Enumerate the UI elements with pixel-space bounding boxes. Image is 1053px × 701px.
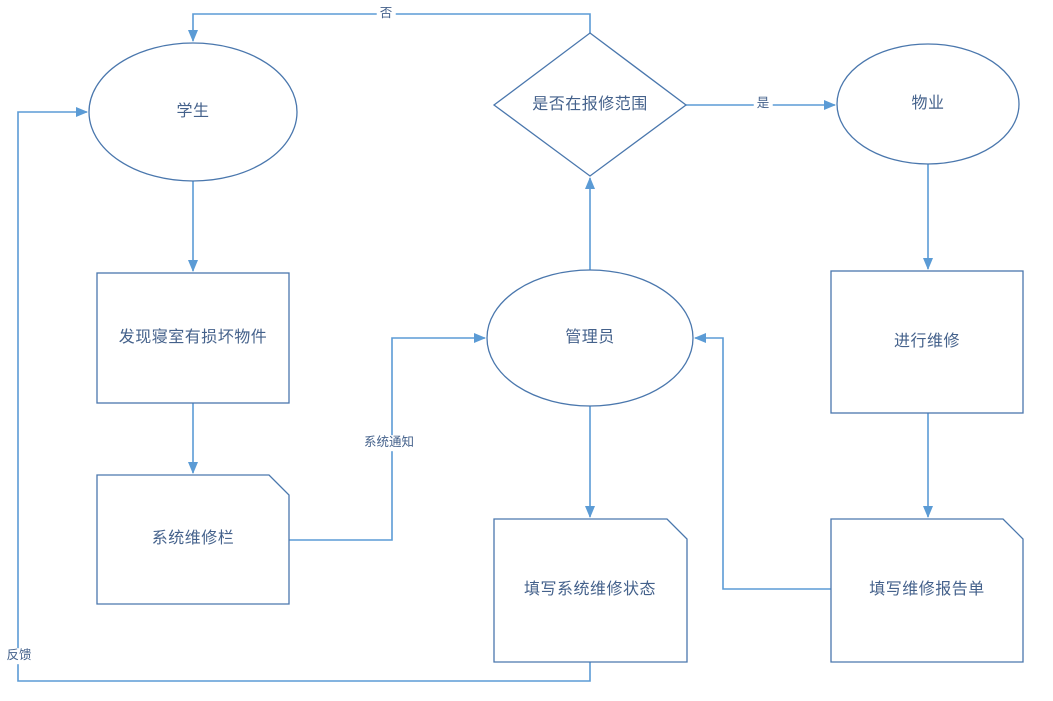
node-system-repair-bar <box>96 474 290 605</box>
node-property <box>836 43 1020 165</box>
node-label-property: 物业 <box>911 95 945 112</box>
node-label-do-repair: 进行维修 <box>893 333 961 350</box>
edge-label-no: 否 <box>376 6 396 22</box>
edge-label-system-notice: 系统通知 <box>360 435 418 451</box>
node-label-found-damage: 发现寝室有损坏物件 <box>118 329 268 346</box>
node-student <box>88 42 298 182</box>
node-fill-repair-report <box>830 518 1024 663</box>
node-label-scope-decision: 是否在报修范围 <box>532 96 648 113</box>
node-found-damage <box>96 272 290 404</box>
node-label-fill-repair-status: 填写系统维修状态 <box>523 581 657 598</box>
edge-label-feedback: 反馈 <box>3 648 35 664</box>
node-label-system-repair-bar: 系统维修栏 <box>151 530 235 547</box>
node-admin <box>486 269 694 407</box>
node-label-student: 学生 <box>176 103 210 120</box>
node-label-fill-repair-report: 填写维修报告单 <box>869 581 985 598</box>
node-fill-repair-status <box>493 518 688 663</box>
node-label-admin: 管理员 <box>565 329 615 346</box>
node-scope-decision <box>492 32 688 177</box>
edge-fill-report-to-admin <box>694 333 831 590</box>
node-do-repair <box>830 270 1024 414</box>
edge-label-yes: 是 <box>753 96 773 112</box>
edge-feedback-to-student <box>17 107 591 682</box>
